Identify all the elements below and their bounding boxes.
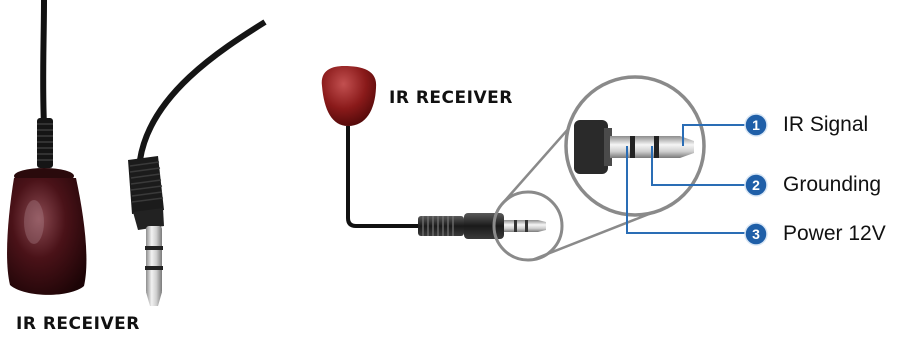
leader-line-grounding: [651, 146, 750, 186]
photo-caption: IR RECEIVER: [16, 314, 140, 334]
pin-badge-1: 1: [744, 113, 768, 137]
diagram-caption: IR RECEIVER: [389, 88, 513, 108]
leader-line-ir-signal: [682, 124, 750, 146]
pin-badge-2: 2: [744, 173, 768, 197]
pin-label-power: Power 12V: [783, 222, 886, 245]
svg-text:2: 2: [752, 177, 760, 193]
pin-leader-lines: [626, 124, 750, 234]
receiver-dome-photo: [7, 0, 87, 295]
leader-line-power: [626, 146, 750, 234]
svg-text:3: 3: [752, 226, 760, 242]
pin-label-ir-signal: IR Signal: [783, 113, 869, 136]
svg-text:1: 1: [752, 117, 760, 133]
magnifier-callout: [492, 75, 706, 262]
pin-badge-3: 3: [744, 222, 768, 246]
audio-plug-photo: [128, 19, 267, 306]
pin-label-grounding: Grounding: [783, 173, 882, 196]
